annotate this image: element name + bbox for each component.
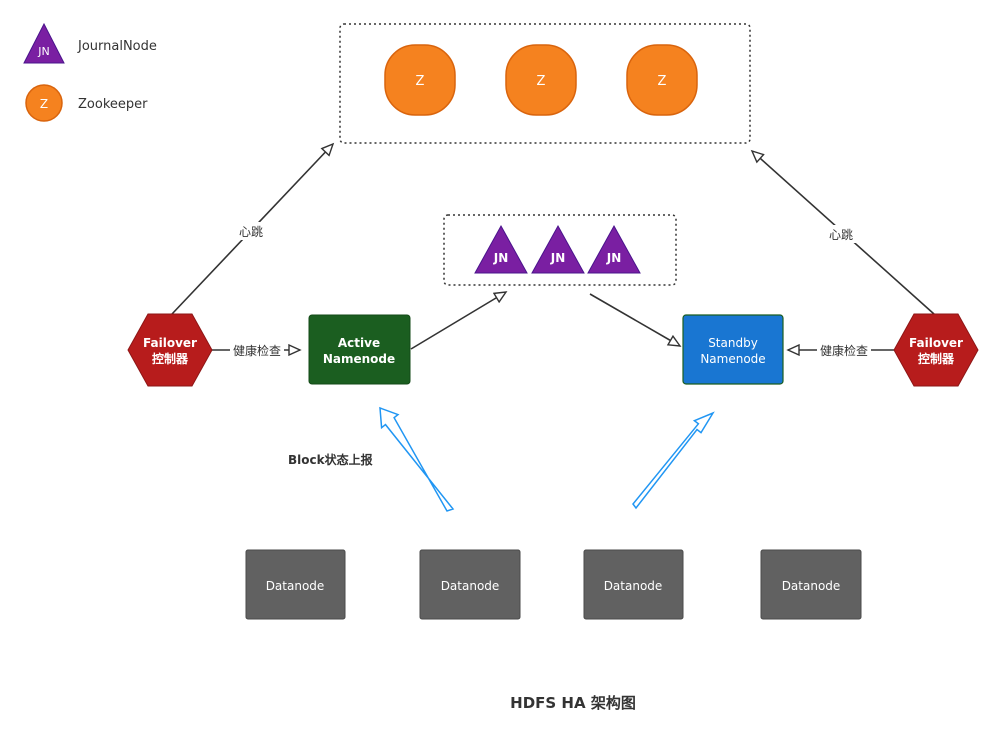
block-report-label: Block状态上报: [288, 452, 373, 467]
heartbeat-left-label: 心跳: [239, 225, 263, 239]
zookeeper-node: Z: [384, 44, 456, 116]
journalnode-cluster: JN JN JN: [443, 214, 677, 286]
journalnode-icon: [23, 22, 65, 64]
block-report-arrows: Block状态上报: [288, 406, 715, 512]
health-check-right-label: 健康检查: [820, 343, 868, 358]
datanode: Datanode: [760, 549, 862, 620]
zookeeper-cluster-box: [339, 23, 751, 144]
legend-journalnode: JN JournalNode: [23, 22, 157, 64]
active-namenode: Active Namenode: [308, 314, 411, 385]
legend: JN JournalNode Z Zookeeper: [23, 22, 157, 122]
legend-zookeeper: Z Zookeeper: [25, 84, 148, 122]
svg-text:Z: Z: [658, 74, 667, 89]
svg-text:Datanode: Datanode: [441, 579, 500, 593]
svg-text:控制器: 控制器: [918, 351, 955, 366]
legend-z-symbol: Z: [40, 97, 48, 111]
svg-text:Z: Z: [416, 74, 425, 89]
svg-text:JN: JN: [493, 251, 509, 265]
svg-text:Active: Active: [338, 336, 380, 350]
svg-text:Datanode: Datanode: [266, 579, 325, 593]
block-report-arrow-left: [379, 406, 455, 512]
journalnode: JN: [531, 224, 585, 274]
failover-controller-left: Failover 控制器: [127, 313, 213, 387]
svg-text:Failover: Failover: [143, 336, 197, 350]
svg-text:Failover: Failover: [909, 336, 963, 350]
zookeeper-icon: [25, 84, 63, 122]
svg-text:Namenode: Namenode: [323, 352, 395, 366]
journalnode-cluster-box: [443, 214, 677, 286]
datanode: Datanode: [245, 549, 346, 620]
heartbeat-right-label: 心跳: [829, 228, 853, 242]
svg-text:Datanode: Datanode: [604, 579, 663, 593]
svg-text:JN: JN: [550, 251, 566, 265]
svg-text:JN: JN: [606, 251, 622, 265]
svg-text:Z: Z: [537, 74, 546, 89]
active-to-journal-edge: [410, 292, 506, 350]
zookeeper-cluster: Z Z Z: [339, 23, 751, 144]
health-check-left-label: 健康检查: [233, 343, 281, 358]
journalnode: JN: [474, 224, 528, 274]
legend-jn-label: JournalNode: [77, 39, 157, 54]
zookeeper-node: Z: [505, 44, 577, 116]
diagram-title: HDFS HA 架构图: [510, 694, 636, 712]
failover-controller-right: Failover 控制器: [893, 313, 979, 387]
edges: 心跳 心跳 健康检查 健康检查: [171, 144, 935, 359]
svg-text:Standby: Standby: [708, 336, 758, 350]
legend-z-label: Zookeeper: [78, 97, 148, 112]
journalnode: JN: [587, 224, 641, 274]
svg-text:Namenode: Namenode: [700, 352, 765, 366]
svg-text:控制器: 控制器: [152, 351, 189, 366]
standby-namenode: Standby Namenode: [682, 314, 784, 385]
legend-jn-symbol: JN: [37, 45, 49, 58]
svg-text:Datanode: Datanode: [782, 579, 841, 593]
datanode: Datanode: [419, 549, 521, 620]
zookeeper-node: Z: [626, 44, 698, 116]
datanode: Datanode: [583, 549, 684, 620]
block-report-arrow-right: [632, 411, 715, 510]
journal-to-standby-edge: [589, 293, 680, 346]
